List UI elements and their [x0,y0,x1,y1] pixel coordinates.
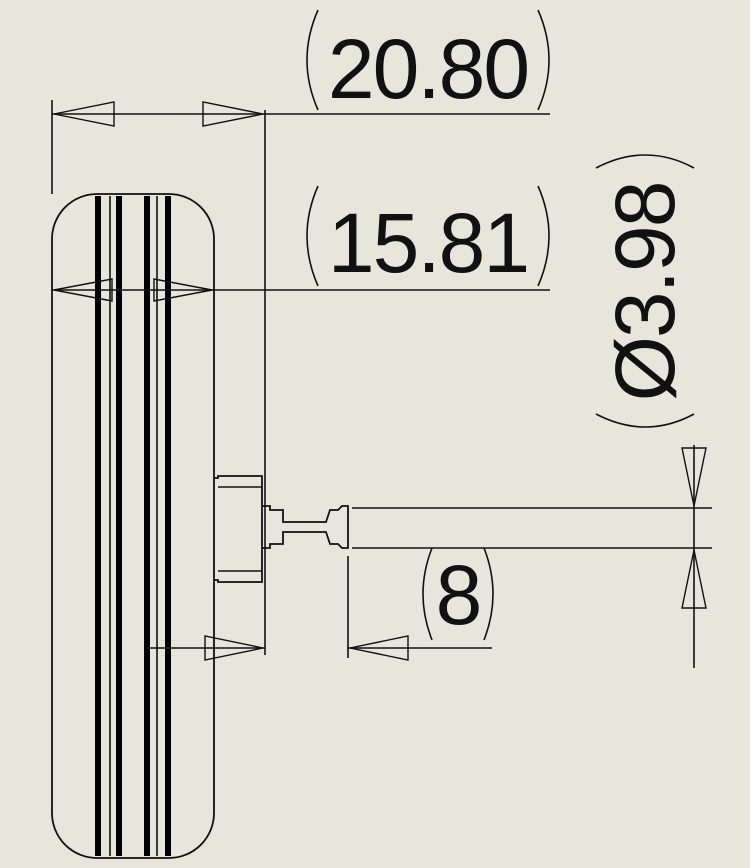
paren-top [595,154,695,169]
dimension-axle-diameter: Ø3.98 [352,154,712,668]
paren-right [483,547,494,641]
paren-bottom [595,413,695,428]
dimension-axle-length: 8 [145,547,494,661]
dimension-tire-width: 15.81 [52,185,550,302]
hub [214,475,263,583]
dimension-label-overall-width: 20.80 [328,22,528,116]
paren-left [422,547,433,641]
arrowhead [53,101,115,127]
dimension-label-axle-diameter: Ø3.98 [598,183,692,402]
arrowhead [202,101,264,127]
diameter-value: 3.98 [598,183,692,339]
dimension-label-tire-width: 15.81 [328,196,528,290]
tire-outline [51,193,215,859]
paren-right [537,185,550,287]
paren-right [537,9,550,111]
arrowhead [204,635,264,661]
axle [262,505,349,549]
arrowhead [153,278,213,302]
hub-outline [214,475,263,583]
wheel [51,193,215,859]
dimension-label-axle-length: 8 [436,548,481,642]
arrowhead [681,447,707,507]
arrowhead [681,549,707,609]
dimension-overall-width: 20.80 [51,9,550,655]
paren-left [306,185,319,287]
diameter-symbol: Ø [598,338,692,401]
axle-outline [262,505,349,549]
paren-left [306,9,319,111]
arrowhead [53,278,113,302]
arrowhead [349,635,409,661]
